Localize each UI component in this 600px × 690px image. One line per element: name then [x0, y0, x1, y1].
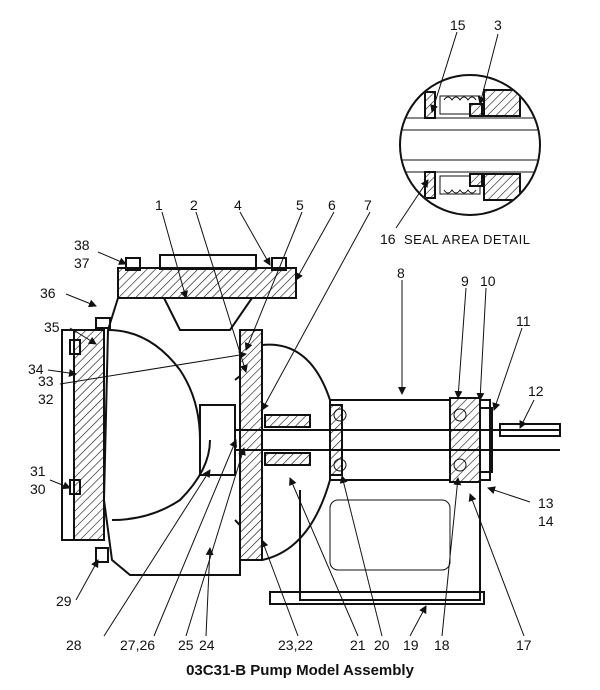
figure-caption: 03C31-B Pump Model Assembly — [186, 662, 414, 679]
label-3: 3 — [494, 17, 502, 33]
label-8: 8 — [397, 265, 405, 281]
label-6: 6 — [328, 197, 336, 213]
label-12: 12 — [528, 383, 544, 399]
label-19: 19 — [403, 637, 419, 653]
pump-casing — [61, 254, 561, 605]
label-27-26: 27,26 — [120, 637, 155, 653]
detail-title: SEAL AREA DETAIL — [404, 232, 531, 247]
label-32: 32 — [38, 391, 54, 407]
label-4: 4 — [234, 197, 242, 213]
label-17: 17 — [516, 637, 532, 653]
label-23-22: 23,22 — [278, 637, 313, 653]
label-31: 31 — [30, 463, 46, 479]
label-5: 5 — [296, 197, 304, 213]
label-13: 13 — [538, 495, 554, 511]
label-14: 14 — [538, 513, 554, 529]
seal-area-detail: SEAL AREA DETAIL — [399, 74, 541, 247]
label-24: 24 — [199, 637, 215, 653]
label-2: 2 — [190, 197, 198, 213]
label-29: 29 — [56, 593, 72, 609]
label-35: 35 — [44, 319, 60, 335]
label-25: 25 — [178, 637, 194, 653]
leader-lines — [47, 31, 535, 637]
label-20: 20 — [374, 637, 390, 653]
label-18: 18 — [434, 637, 450, 653]
label-16: 16 — [380, 231, 396, 247]
label-28: 28 — [66, 637, 82, 653]
label-34: 34 — [28, 361, 44, 377]
label-10: 10 — [480, 273, 496, 289]
label-1: 1 — [155, 197, 163, 213]
label-37: 37 — [74, 255, 90, 271]
label-15: 15 — [450, 17, 466, 33]
label-36: 36 — [40, 285, 56, 301]
label-30: 30 — [30, 481, 46, 497]
label-11: 11 — [516, 313, 531, 329]
label-33: 33 — [38, 373, 54, 389]
label-21: 21 — [350, 637, 366, 653]
label-9: 9 — [461, 273, 469, 289]
label-38: 38 — [74, 237, 90, 253]
label-7: 7 — [364, 197, 372, 213]
part-labels: 1 2 4 5 6 7 15 3 16 8 9 10 11 12 13 14 1… — [28, 17, 554, 653]
